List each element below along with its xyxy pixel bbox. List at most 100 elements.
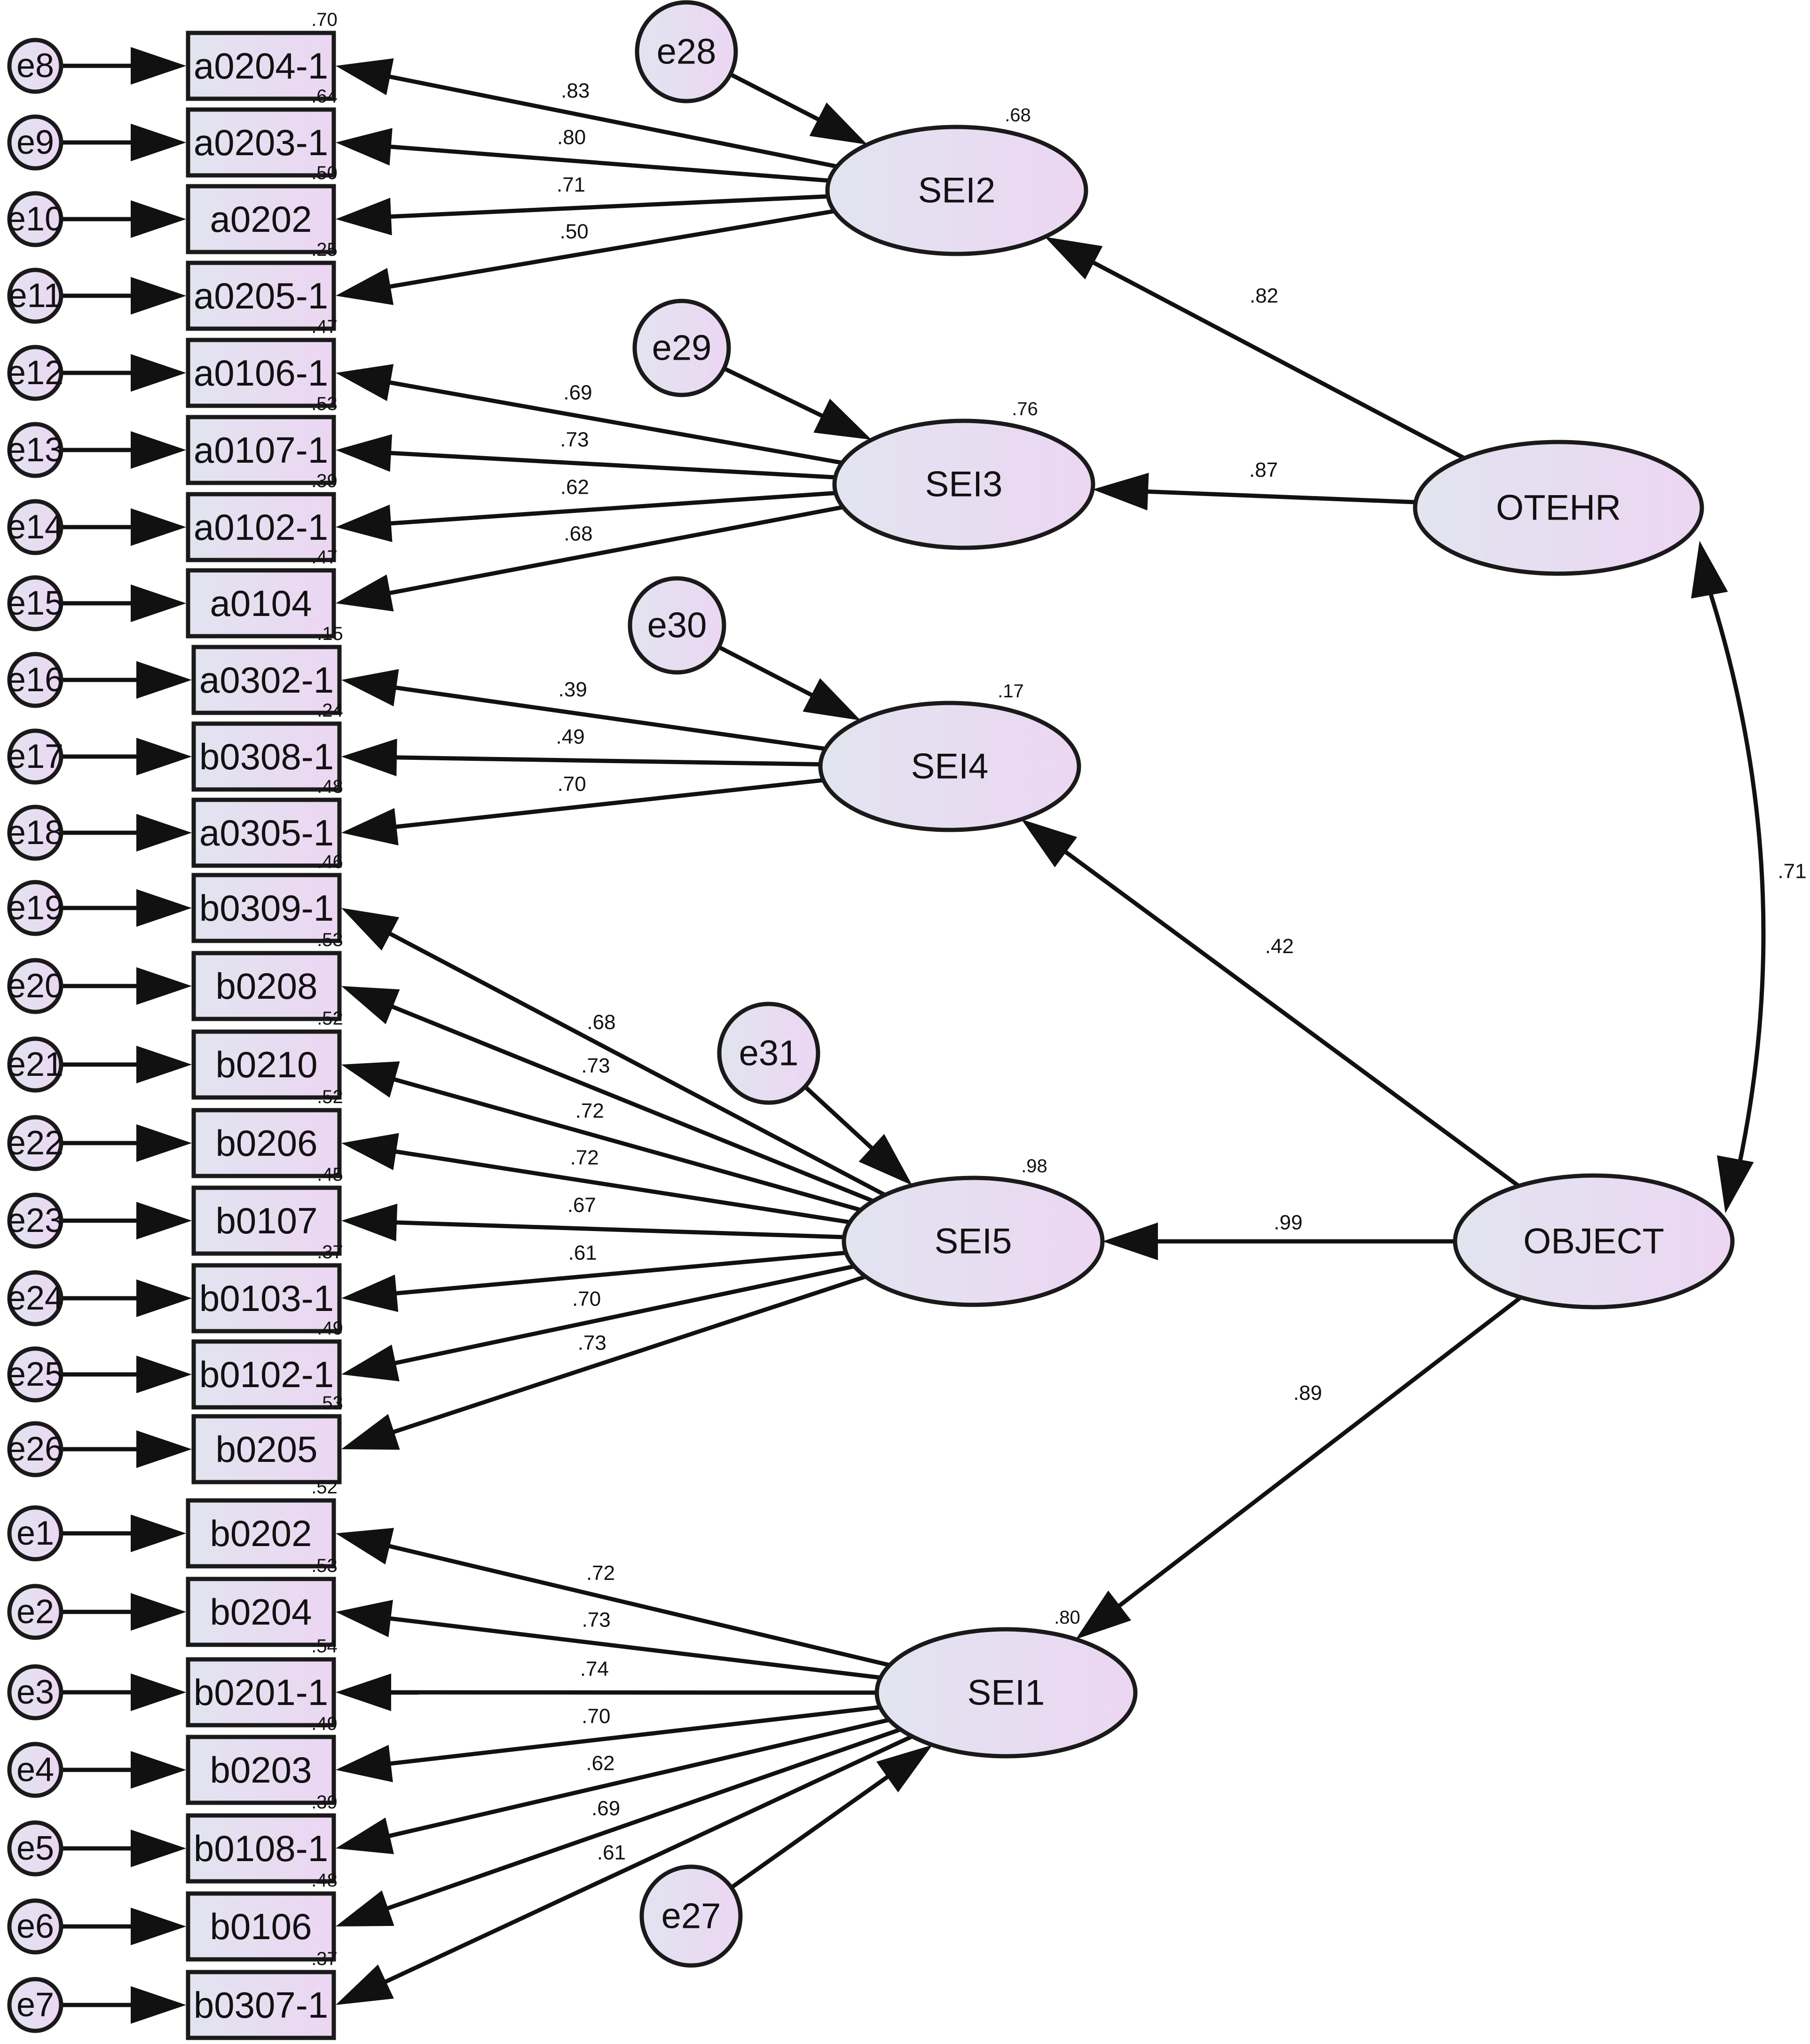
error-label: e5 (16, 1830, 54, 1867)
latent-factor-otehr (1413, 440, 1704, 576)
loading-arrow-head (336, 58, 394, 95)
error-circle (7, 728, 63, 785)
loading-arrow (386, 1075, 862, 1212)
error-label: e17 (7, 738, 63, 775)
error-label: e10 (7, 200, 63, 238)
error-arrow-head (136, 1124, 192, 1162)
indicator-r-squared: .54 (311, 1636, 338, 1657)
loading-arrow (382, 1615, 881, 1680)
error-circle (7, 191, 63, 247)
indicator-box (186, 107, 336, 178)
error-circle (7, 1270, 63, 1326)
indicator-label: a0204-1 (194, 45, 328, 87)
indicator-label: b0106 (210, 1906, 312, 1947)
error-label: e23 (7, 1202, 63, 1239)
indicator-box (186, 1735, 336, 1805)
loading-arrow (382, 1705, 881, 1767)
error-arrow-head (131, 1593, 186, 1631)
error-circle (7, 1664, 63, 1720)
error-arrow-head (136, 738, 192, 775)
indicator-r-squared: .39 (311, 1792, 338, 1813)
structural-path-arrow (1111, 1295, 1522, 1612)
loading-arrow-head (336, 434, 393, 472)
loading-arrow-head (336, 1744, 393, 1783)
loading-coefficient: .62 (586, 1752, 614, 1775)
loading-coefficient: .68 (564, 522, 592, 545)
residual-circle (635, 0, 738, 103)
error-label: e26 (7, 1430, 63, 1468)
indicator-box (186, 1657, 336, 1728)
error-label: e20 (7, 967, 63, 1005)
loading-coefficient: .62 (560, 476, 589, 499)
loading-arrow-head (341, 808, 399, 845)
error-circle (7, 880, 63, 936)
indicator-label: b0205 (216, 1428, 318, 1470)
indicator-r-squared: .52 (311, 1477, 338, 1498)
loading-arrow-head (336, 574, 394, 612)
structural-path-arrow-head (1076, 1590, 1132, 1640)
residual-circle (639, 1864, 743, 1968)
indicator-r-squared: .25 (311, 239, 338, 260)
residual-label: e28 (657, 32, 716, 72)
indicator-label: b0308-1 (199, 736, 334, 777)
error-label: e1 (16, 1515, 54, 1552)
residual-arrow-head (876, 1744, 933, 1792)
error-label: e19 (7, 889, 63, 927)
loading-arrow (382, 144, 829, 183)
indicator-r-squared: .50 (311, 163, 338, 183)
loading-coefficient: .61 (568, 1241, 597, 1264)
loading-coefficient: .70 (572, 1287, 601, 1310)
error-arrow-head (131, 200, 186, 238)
loading-arrow (386, 1264, 855, 1367)
latent-label: SEI1 (968, 1673, 1045, 1713)
loading-arrow (388, 1220, 844, 1239)
loading-coefficient: .71 (557, 173, 585, 196)
indicator-box (191, 1029, 342, 1100)
indicator-box (191, 1185, 342, 1256)
loading-arrow (388, 755, 821, 767)
loading-arrow-head (341, 908, 400, 951)
error-arrow-head (131, 1830, 186, 1867)
error-circle (7, 652, 63, 708)
loading-coefficient: .70 (558, 773, 586, 796)
indicator-box (191, 951, 342, 1021)
loading-arrow-head (341, 1061, 400, 1098)
error-arrow-head (131, 1751, 186, 1789)
error-arrow-head (136, 814, 192, 852)
loading-arrow-head (336, 1964, 394, 2005)
error-label: e25 (7, 1356, 63, 1393)
latent-factor-sei3 (832, 418, 1095, 550)
structural-path-arrow-head (1102, 1223, 1158, 1260)
error-label: e3 (16, 1673, 54, 1711)
error-circle (7, 1036, 63, 1093)
error-label: e21 (7, 1046, 63, 1083)
error-label: e18 (7, 814, 63, 852)
error-label: e12 (7, 354, 63, 392)
path-coefficient: .82 (1250, 284, 1278, 308)
latent-r-squared: .76 (1012, 399, 1038, 419)
indicator-box (191, 1108, 342, 1178)
loading-arrow-head (341, 738, 397, 776)
error-circle (7, 958, 63, 1014)
error-arrow-head (136, 889, 192, 927)
residual-label: e30 (647, 606, 707, 646)
indicator-r-squared: .46 (317, 852, 343, 872)
error-label: e6 (16, 1908, 54, 1945)
indicator-label: b0208 (216, 965, 318, 1007)
path-coefficient: .87 (1249, 458, 1278, 481)
loading-coefficient: .69 (591, 1797, 620, 1820)
error-arrow-head (131, 1908, 186, 1945)
error-label: e14 (7, 508, 63, 546)
loading-coefficient: .72 (586, 1562, 615, 1585)
indicator-r-squared: .64 (311, 86, 338, 107)
indicator-box (186, 1577, 336, 1647)
indicator-box (186, 260, 336, 331)
indicator-box (191, 1339, 342, 1410)
residual-label: e29 (652, 328, 712, 368)
error-circle (7, 1346, 63, 1403)
latent-label: SEI3 (925, 465, 1003, 505)
residual-arrow-head (813, 398, 872, 440)
loading-arrow-head (336, 1673, 392, 1712)
error-label: e22 (7, 1124, 63, 1162)
